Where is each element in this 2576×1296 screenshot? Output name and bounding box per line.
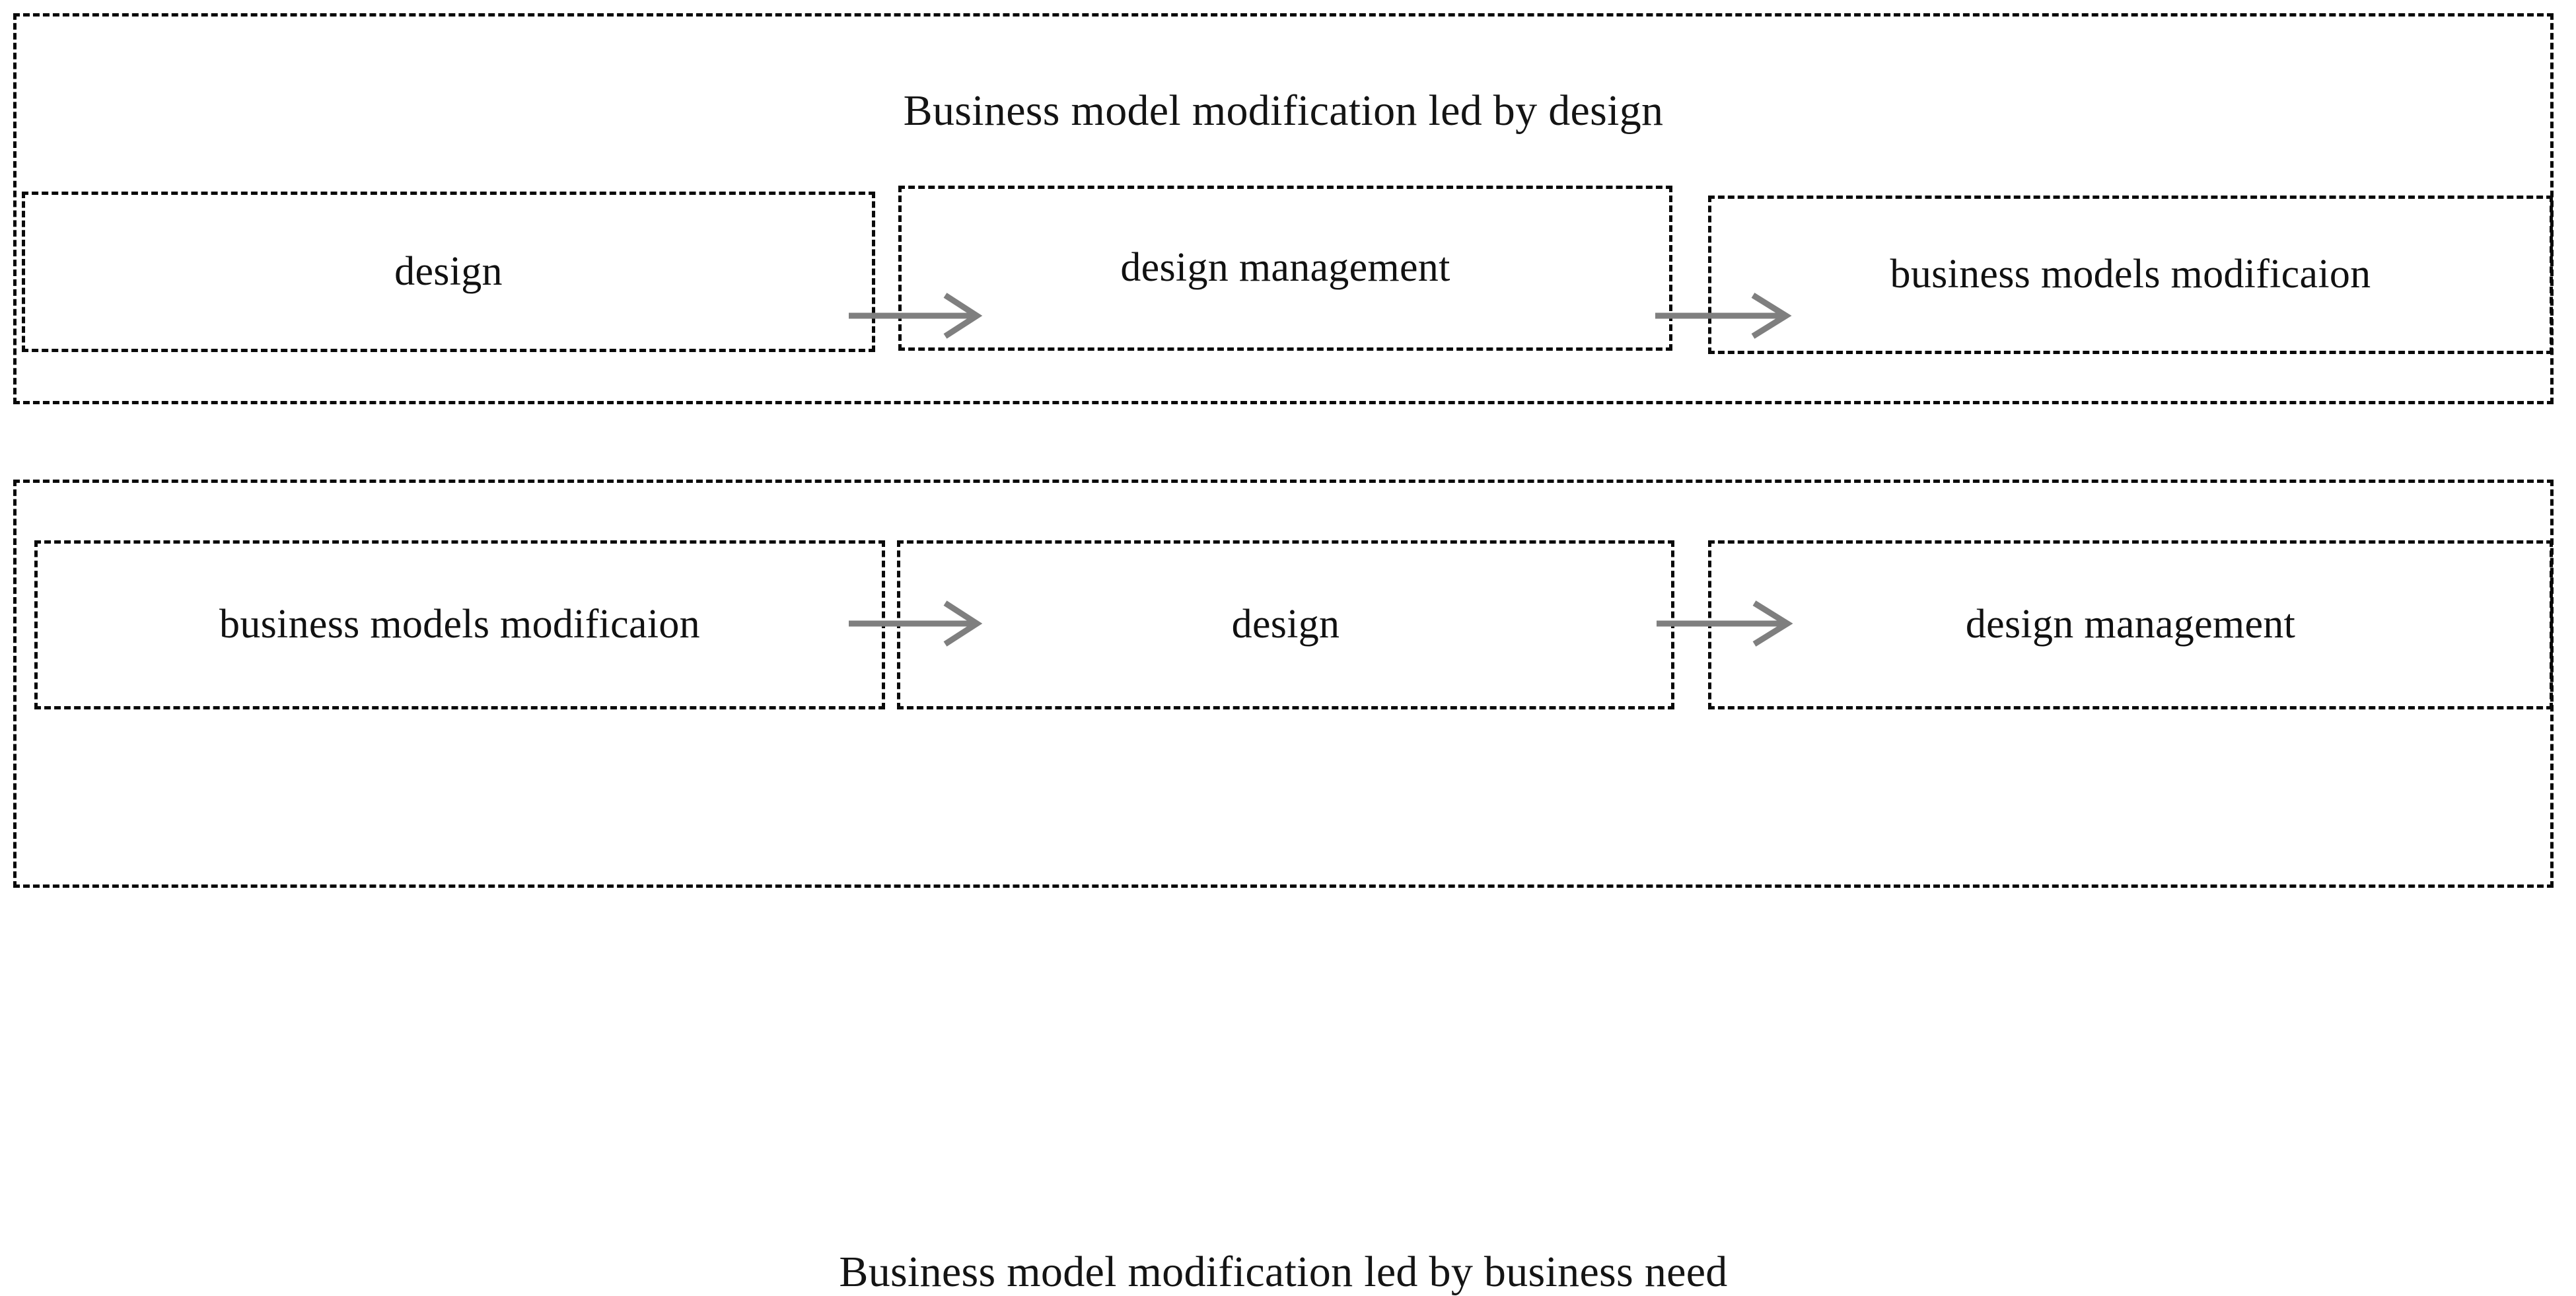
- stage-box-business-models-modification-top[interactable]: business models modificaion: [1708, 196, 2553, 354]
- stage-label-design-management-bottom: design management: [1965, 602, 2296, 647]
- stage-label-design-bottom: design: [1231, 602, 1340, 647]
- group-title-bottom: Business model modification led by busin…: [839, 1248, 1728, 1296]
- stage-box-design-bottom[interactable]: design: [897, 540, 1674, 709]
- group-business-model-led-by-design: Business model modification led by desig…: [13, 13, 2554, 404]
- stage-box-design-management-top[interactable]: design management: [898, 186, 1672, 351]
- stage-box-business-models-modification-bottom[interactable]: business models modificaion: [34, 540, 885, 709]
- stage-box-design-management-bottom[interactable]: design management: [1708, 540, 2553, 709]
- group-title-top: Business model modification led by desig…: [903, 87, 1664, 135]
- stage-label-business-models-modification-top: business models modificaion: [1890, 252, 2371, 297]
- diagram-canvas: Business model modification led by desig…: [13, 13, 2554, 1295]
- stage-label-design-top: design: [394, 248, 503, 294]
- stage-label-business-models-modification-bottom: business models modificaion: [219, 602, 700, 647]
- stage-label-design-management-top: design management: [1120, 245, 1450, 291]
- stage-box-design-top[interactable]: design: [22, 192, 875, 352]
